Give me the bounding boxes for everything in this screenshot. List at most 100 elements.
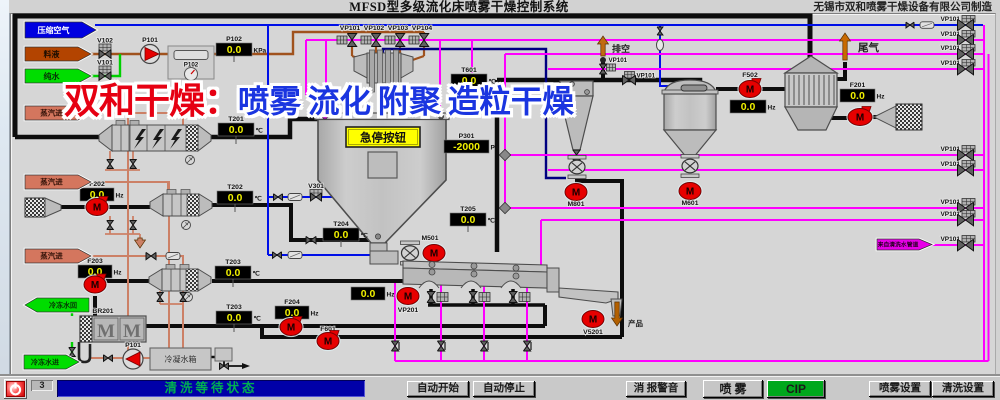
watermark-brand: 双和干燥： [64,81,240,122]
display-value: 0.0 [227,44,242,56]
steam-trap-icon [185,155,195,165]
vent-valve-icon[interactable] [598,63,608,75]
f601-tag: F601 [320,326,336,333]
valve-actuator-icon [961,44,976,52]
v102-valve-icon[interactable] [98,49,112,60]
feed-pump[interactable] [139,43,161,65]
spray-tower [314,112,450,244]
product-arrow-icon [610,301,624,327]
status-bar: 清洗等待状态 [57,380,365,397]
svg-text:M: M [589,315,597,326]
valve-icon [129,220,138,230]
collector-discharge-motor[interactable]: M [677,180,703,202]
auto-start-button[interactable]: 自动开始 [407,381,469,397]
intake-filter-1 [24,197,62,218]
spray-button[interactable]: 喷 雾 [703,380,763,398]
svg-text:M: M [324,337,332,348]
vp201-tag: VP201 [398,307,419,314]
vp101-right-valve-icon[interactable] [957,238,974,252]
display-unit: ℃ [253,270,261,278]
cyclone-rotary-valve[interactable] [567,155,587,179]
f201-fan-motor[interactable]: M [846,106,874,128]
stream-flag-label: 冷冻水回 [49,301,77,310]
vp101-right-valve-icon[interactable] [957,148,974,162]
stream-flag-label: 压缩空气 [38,25,70,35]
stream-flag: 压缩空气 [23,20,99,40]
display-unit: ℃ [254,315,262,323]
valve-icon [179,292,188,302]
display-value: 0.0 [361,288,376,300]
valve-actuator-icon [961,210,976,218]
stream-flag-label: 来自清洗水管道 [877,241,919,249]
valve-icon [129,159,138,169]
pipe-heater1-to-tower [210,116,321,140]
valve-actuator-icon [961,235,976,243]
cip-bed-valve-icon[interactable] [390,340,400,352]
power-button[interactable] [4,379,27,399]
v301-valve-icon[interactable] [310,192,322,202]
vp101-right-valve-icon[interactable] [957,62,974,76]
vp101-right-valve-icon[interactable] [957,18,974,32]
spray-settings-button[interactable]: 喷雾设置 [869,381,931,397]
vent-label: 排空 [612,43,630,54]
valve-actuator-icon [624,71,635,79]
f601-fan-motor[interactable]: M [315,330,341,352]
steam-trap-icon [181,220,191,230]
pipe-feed-manifold [212,30,424,56]
vp102-valve-icon[interactable] [370,33,382,47]
bed-valve-icon[interactable] [508,291,518,303]
bed-valve-icon[interactable] [426,291,436,303]
v5201-vibrator-motor[interactable]: M [580,308,606,330]
vp101-right-valve-icon[interactable] [957,47,974,61]
auto-stop-button[interactable]: 自动停止 [473,381,535,397]
electric-heater-bolt-icon [134,129,146,149]
vp101-right-tag: VP101 [940,60,960,67]
cip-bed-valve-icon[interactable] [436,340,446,352]
cip-bed-valve-icon[interactable] [522,340,532,352]
bed-valve-icon[interactable] [468,291,478,303]
valve-icon [656,26,664,36]
pipe-air-blowback [659,25,683,87]
pressure-gauge [184,67,198,81]
svg-text:M: M [572,188,580,199]
stream-flag-label: 冷冻水进 [31,358,59,367]
valve-icon [106,220,115,230]
vp104-valve-icon[interactable] [418,33,430,47]
svg-text:M: M [856,113,864,124]
svg-text:M: M [97,321,115,342]
v101-valve-icon[interactable] [98,71,112,82]
vp101-right-valve-icon[interactable] [957,33,974,47]
tailgas-arrow-icon [838,32,852,61]
vp101-valve-icon[interactable] [346,33,358,47]
vp101-right-valve-icon[interactable] [957,163,974,177]
baghouse-filter [782,55,840,131]
steam-heater-3 [148,264,212,292]
stream-flag: 冷冻水进 [22,353,82,371]
clean-settings-button[interactable]: 清洗设置 [932,381,994,397]
vp201-fan-motor[interactable]: M [395,285,421,307]
vp101-right-valve-icon[interactable] [957,213,974,227]
f502-fan-motor[interactable]: M [737,78,763,100]
estop-button[interactable]: 急停按钮 [345,126,421,148]
vp103-valve-icon[interactable] [394,33,406,47]
duct-valve-icon[interactable] [622,74,636,86]
display-value: -2000 [453,141,480,153]
mute-alarm-button[interactable]: 消 报警音 [626,381,686,397]
f202-fan-motor[interactable]: M [84,196,110,218]
cip-bed-valve-icon[interactable] [479,340,489,352]
condensate-pump[interactable] [122,348,144,370]
vp101-right-tag: VP101 [940,16,960,23]
f203-fan-motor[interactable]: M [82,273,108,295]
m601-tag: M601 [681,200,698,207]
steam-flag-3: 蒸汽进 [23,247,94,265]
m501-motor[interactable]: M [421,242,447,264]
f204-fan-motor[interactable]: M [278,316,304,338]
powder-collector [661,79,719,159]
cyclone-discharge-motor[interactable]: M [563,181,589,203]
condensate-tank-label: 冷凝水箱 [165,354,197,364]
vent-valve-tag: VP101 [609,57,628,64]
inline-strainer-icon [919,21,935,29]
cip-button[interactable]: CIP [767,380,825,398]
collector-rotary-valve[interactable] [680,154,700,178]
